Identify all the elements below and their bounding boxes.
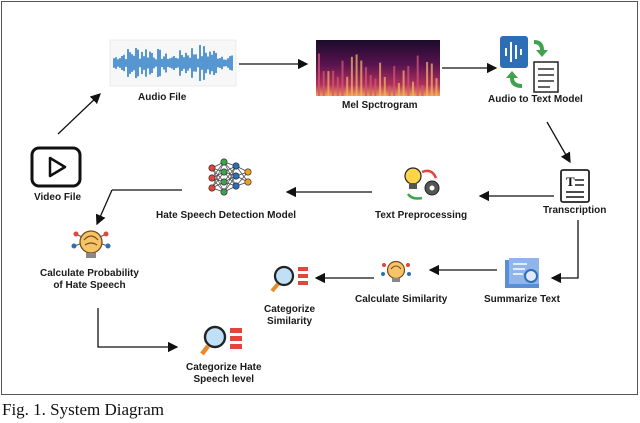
arrow-transcription-to-summarize	[550, 220, 579, 284]
label-calculate-probability: Calculate Probability of Hate Speech	[40, 268, 139, 291]
figure-caption: Fig. 1. System Diagram	[2, 400, 164, 419]
arrow-probability-to-categorize-hate	[97, 308, 179, 353]
play-video-icon	[30, 146, 82, 188]
label-text-preprocessing: Text Preprocessing	[375, 210, 468, 221]
label-calculate-similarity: Calculate Similarity	[355, 294, 448, 305]
magnifier-list-icon	[270, 265, 308, 293]
label-transcription: Transcription	[543, 205, 607, 216]
brain-lightbulb-icon	[381, 260, 411, 282]
label-hate-speech-detection-model: Hate Speech Detection Model	[156, 210, 297, 221]
label-video-file: Video File	[34, 192, 82, 203]
flow-arrows	[57, 58, 579, 353]
document-magnifier-icon	[505, 258, 539, 288]
audio-waveform-icon	[109, 39, 237, 87]
neural-network-icon	[208, 158, 252, 196]
text-document-icon: T	[560, 169, 590, 203]
lightbulb-gear-icon	[404, 167, 440, 200]
label-mel-spectrogram: Mel Spctrogram	[342, 100, 418, 111]
svg-text:T: T	[566, 174, 575, 189]
diagram-frame: T	[1, 1, 638, 395]
label-audio-to-text-model: Audio to Text Model	[488, 94, 583, 105]
audio-to-document-icon	[500, 36, 559, 93]
brain-lightbulb-icon	[71, 230, 111, 258]
spectrogram-image	[316, 40, 440, 96]
label-summarize-text: Summarize Text	[484, 294, 560, 305]
label-categorize-hate-speech-level: Categorize Hate Speech level	[186, 362, 262, 385]
arrow-audiotext-to-transcription	[546, 121, 571, 164]
magnifier-list-icon	[200, 325, 242, 356]
diagram-canvas: T	[30, 36, 590, 356]
label-audio-file: Audio File	[138, 92, 187, 103]
label-categorize-similarity: Categorize Similarity	[264, 304, 316, 327]
arrow-video-to-audio	[57, 93, 101, 135]
